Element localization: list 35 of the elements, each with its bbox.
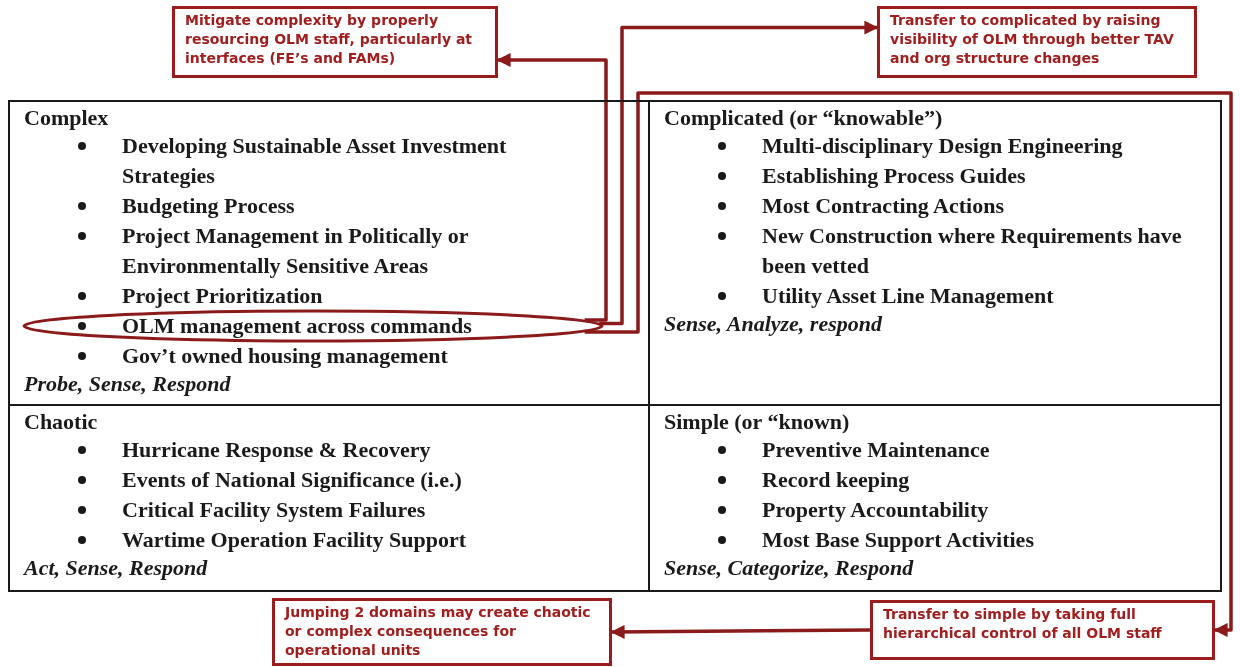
quadrant-footer: Sense, Categorize, Respond [664, 555, 1206, 581]
bullet-item: Most Base Support Activities [664, 525, 1182, 555]
bullet-item: Gov’t owned housing management [24, 341, 542, 371]
bullet-item: Developing Sustainable Asset Investment Strategies [24, 131, 542, 191]
bullet-item: Project Prioritization [24, 281, 542, 311]
quadrant-heading: Complicated (or “knowable”) [664, 105, 944, 131]
bullet-item: Utility Asset Line Management [664, 281, 1182, 311]
bullet-item: Establishing Process Guides [664, 161, 1182, 191]
callout-box: Mitigate complexity by properly resourcing OLM staff, particularly at interfaces (FE’s and FAMs) [172, 6, 498, 78]
arrow [496, 53, 608, 322]
bullet-item: Record keeping [664, 465, 1182, 495]
bullet-item: Preventive Maintenance [664, 435, 1182, 465]
bullet-item: Multi-disciplinary Design Engineering [664, 131, 1182, 161]
bullet-item: Hurricane Response & Recovery [24, 435, 602, 465]
arrow [584, 91, 1233, 637]
arrow [599, 20, 879, 326]
callout-box: Transfer to complicated by raising visibility of OLM through better TAV and org structure changes [877, 6, 1197, 78]
quadrant-heading: Chaotic [24, 409, 99, 435]
arrow [610, 624, 870, 639]
bullet-item: Wartime Operation Facility Support [24, 525, 602, 555]
callout-box: Jumping 2 domains may create chaotic or complex consequences for operational units [272, 598, 612, 666]
quadrant-heading: Complex [24, 105, 110, 131]
bullet-item: Budgeting Process [24, 191, 542, 221]
quadrant-footer: Act, Sense, Respond [24, 555, 634, 581]
callout-box: Transfer to simple by taking full hierarchical control of all OLM staff [870, 600, 1215, 660]
bullet-item: Most Contracting Actions [664, 191, 1182, 221]
bullet-item: Project Management in Politically or Environmentally Sensitive Areas [24, 221, 542, 281]
quadrant-footer: Probe, Sense, Respond [24, 371, 634, 397]
bullet-item: OLM management across commands [24, 311, 602, 341]
bullet-item: Property Accountability [664, 495, 1182, 525]
quadrant-footer: Sense, Analyze, respond [664, 311, 1206, 337]
bullet-item: Critical Facility System Failures [24, 495, 602, 525]
quadrant-heading: Simple (or “known) [664, 409, 851, 435]
bullet-item: New Construction where Requirements have been vetted [664, 221, 1182, 281]
bullet-item: Events of National Significance (i.e.) [24, 465, 602, 495]
